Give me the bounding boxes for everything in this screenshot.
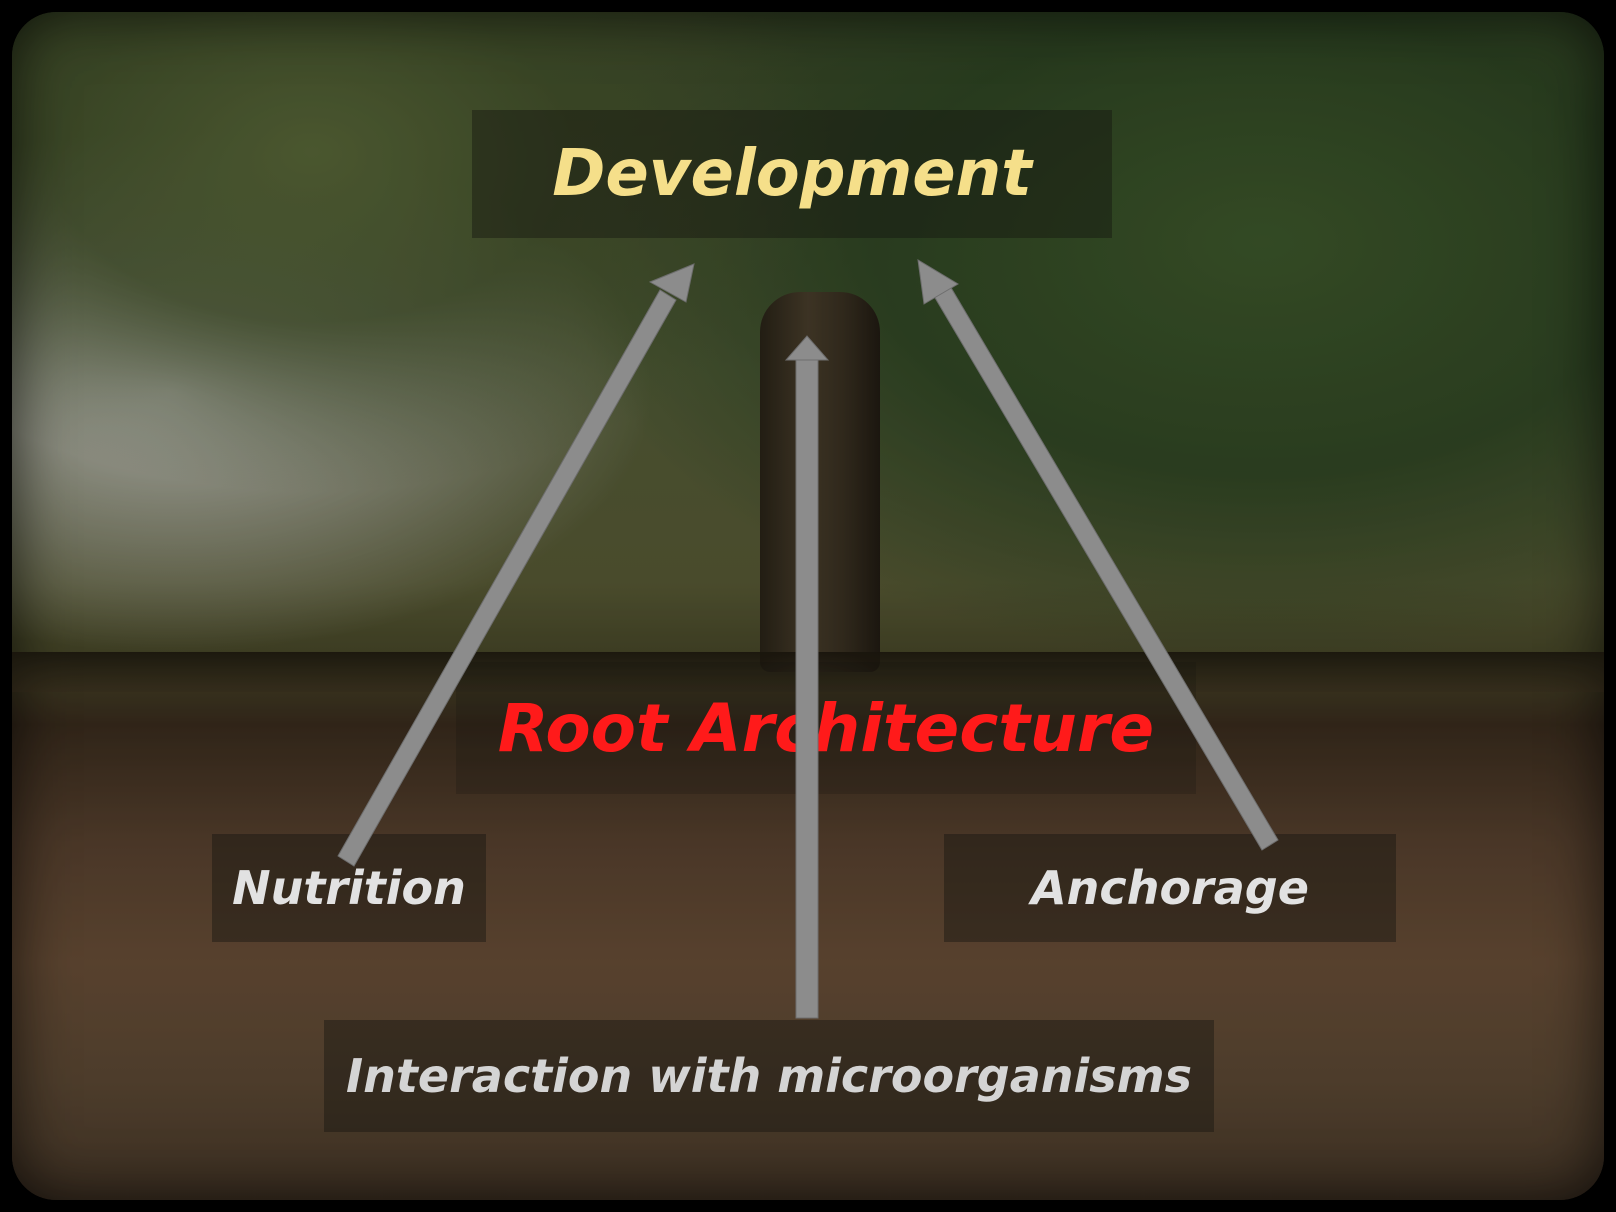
- arrow-microorganisms-to-development: [786, 336, 828, 1018]
- arrow-nutrition-to-development: [338, 264, 694, 866]
- arrow-anchorage-to-development: [918, 260, 1278, 850]
